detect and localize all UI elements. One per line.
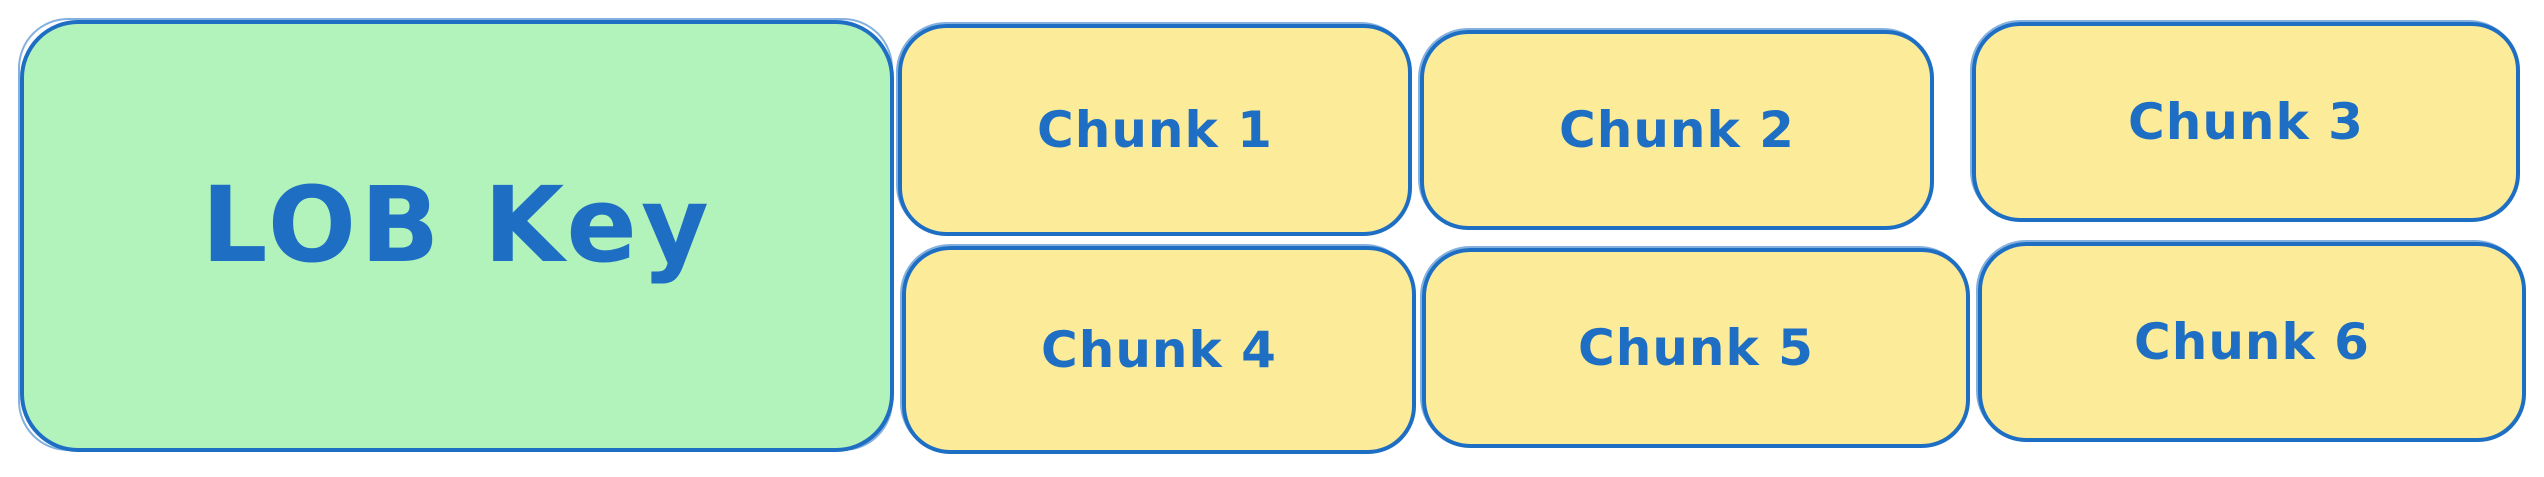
chunk-box-5: Chunk 5 [1420, 246, 1970, 448]
chunk-box-2: Chunk 2 [1418, 28, 1934, 230]
lob-key-box: LOB Key [18, 18, 894, 452]
chunk-label-1: Chunk 1 [1037, 101, 1273, 159]
chunk-box-4: Chunk 4 [900, 244, 1416, 454]
chunk-box-6: Chunk 6 [1976, 240, 2526, 442]
chunk-label-4: Chunk 4 [1041, 321, 1277, 379]
chunk-label-6: Chunk 6 [2134, 313, 2370, 371]
chunk-label-5: Chunk 5 [1578, 319, 1814, 377]
chunk-box-1: Chunk 1 [896, 22, 1412, 236]
lob-key-label: LOB Key [201, 164, 713, 286]
chunk-label-2: Chunk 2 [1559, 101, 1795, 159]
chunk-label-3: Chunk 3 [2128, 93, 2364, 151]
chunk-box-3: Chunk 3 [1970, 20, 2520, 222]
